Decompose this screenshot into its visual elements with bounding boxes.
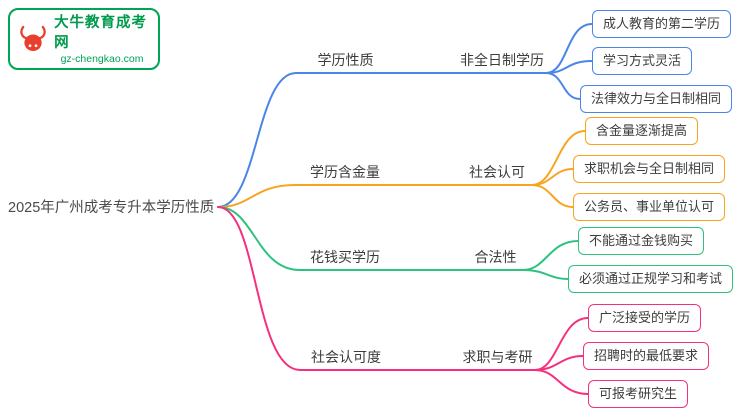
- edge-child3-leaf1: [534, 355, 584, 371]
- logo-text-block: 大牛教育成考网 gz-chengkao.com: [54, 13, 150, 66]
- leaf-node: 学习方式灵活: [592, 47, 693, 75]
- logo-domain: gz-chengkao.com: [60, 52, 144, 65]
- edge-root-branch1: [217, 184, 396, 208]
- edge-child0-leaf0: [545, 23, 593, 74]
- edge-child2-leaf1: [522, 269, 569, 280]
- branch-node: 学历性质: [317, 52, 374, 68]
- edge-root-branch0: [217, 72, 396, 208]
- leaf-node: 可报考研究生: [588, 380, 689, 408]
- branch-node: 社会认可度: [311, 349, 381, 365]
- edge-child0-leaf2: [545, 72, 581, 100]
- edge-child1-leaf2: [531, 184, 574, 208]
- leaf-node: 招聘时的最低要求: [583, 342, 710, 370]
- leaf-node: 公务员、事业单位认可: [573, 193, 726, 221]
- branch-node: 花钱买学历: [310, 249, 380, 265]
- bull-icon: [20, 25, 46, 52]
- edge-child3-leaf2: [534, 369, 589, 395]
- edge-child0-leaf1: [545, 60, 593, 74]
- child-node: 社会认可: [469, 164, 525, 180]
- edge-child3-leaf0: [534, 317, 589, 371]
- edge-child1-leaf1: [531, 168, 574, 186]
- logo-title: 大牛教育成考网: [54, 14, 148, 51]
- leaf-node: 法律效力与全日制相同: [580, 85, 733, 113]
- branch-node: 学历含金量: [310, 164, 380, 180]
- root-node: 2025年广州成考专升本学历性质: [8, 200, 215, 216]
- site-logo: 大牛教育成考网 gz-chengkao.com: [8, 8, 160, 70]
- child-node: 求职与考研: [462, 349, 533, 365]
- leaf-node: 含金量逐渐提高: [585, 117, 699, 145]
- leaf-node: 广泛接受的学历: [588, 304, 702, 332]
- leaf-node: 不能通过金钱购买: [578, 227, 705, 255]
- child-node: 非全日制学历: [460, 52, 544, 68]
- child-node: 合法性: [474, 249, 517, 265]
- leaf-node: 求职机会与全日制相同: [573, 155, 726, 183]
- edge-root-branch3: [217, 206, 393, 371]
- leaf-node: 必须通过正规学习和考试: [568, 265, 734, 293]
- leaf-node: 成人教育的第二学历: [592, 10, 732, 38]
